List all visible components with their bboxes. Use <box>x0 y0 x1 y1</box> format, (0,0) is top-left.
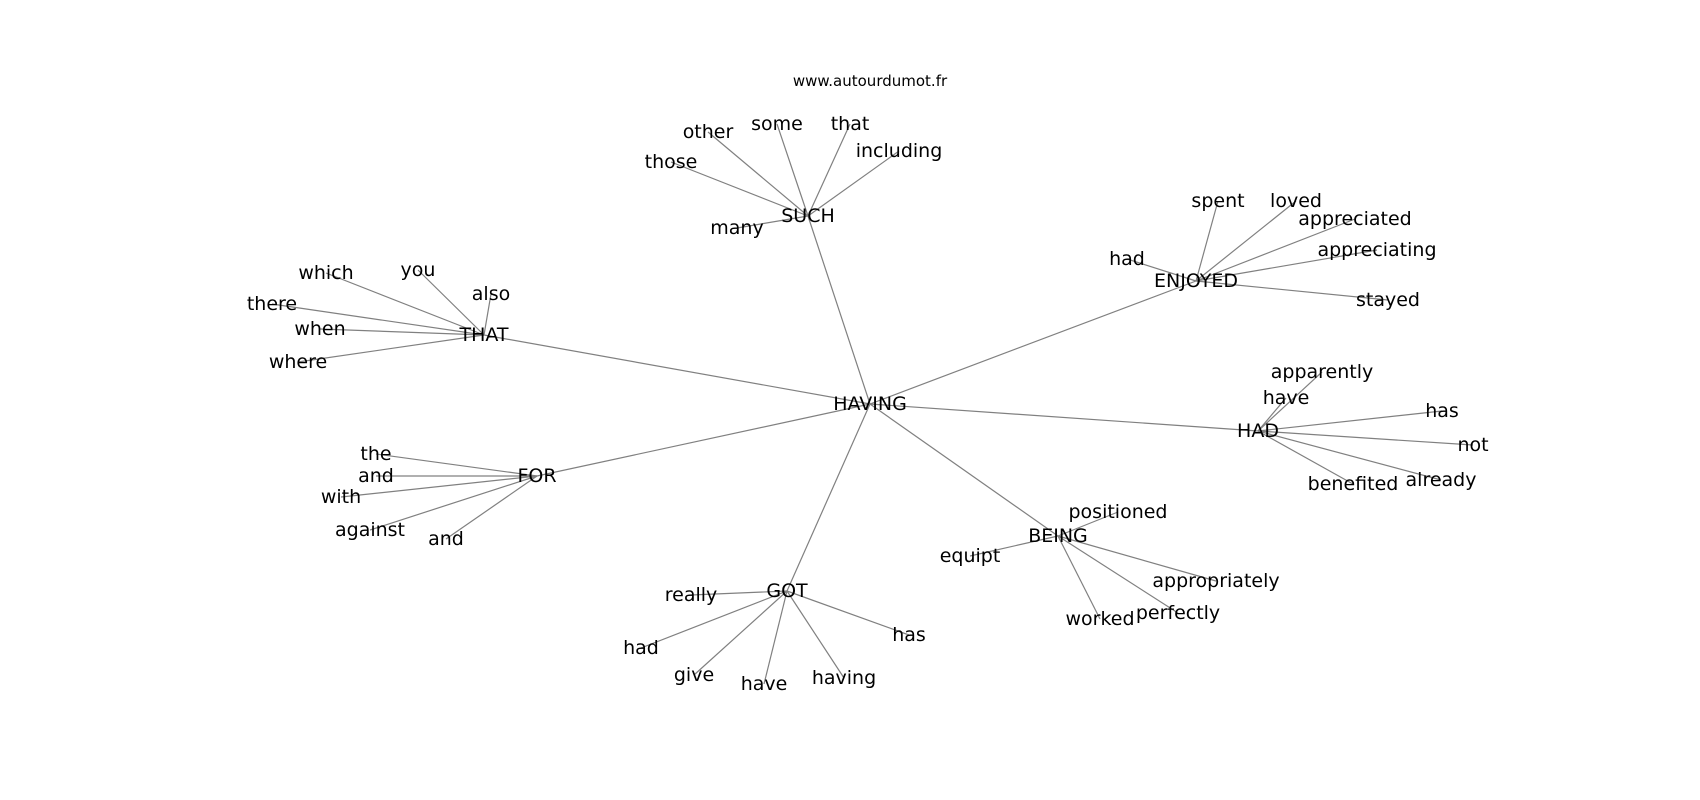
edge-got-4 <box>786 590 845 679</box>
leaf-word[interactable]: with <box>321 486 361 508</box>
edge-had-2 <box>1257 410 1443 432</box>
leaf-word[interactable]: equipt <box>940 545 1001 567</box>
leaf-word[interactable]: appreciating <box>1317 239 1436 261</box>
edge-root-being <box>869 403 1059 537</box>
edge-had-5 <box>1257 430 1442 481</box>
leaf-word[interactable]: has <box>892 624 926 646</box>
labels-layer: www.autourdumot.fr other some that includin… <box>247 72 1489 695</box>
edge-that-4 <box>319 328 485 336</box>
edge-got-2 <box>693 590 788 676</box>
leaf-word[interactable]: which <box>298 262 353 284</box>
cluster-word-enjoyed[interactable]: ENJOYED <box>1154 270 1238 292</box>
leaf-word[interactable]: appropriately <box>1152 570 1279 592</box>
edge-that-2 <box>483 293 492 336</box>
edge-had-4 <box>1257 430 1354 485</box>
leaf-word[interactable]: and <box>358 465 394 487</box>
leaf-word[interactable]: you <box>401 259 436 281</box>
edge-being-0 <box>1057 511 1119 537</box>
leaf-word[interactable]: have <box>741 673 788 695</box>
cluster-word-had[interactable]: HAD <box>1237 420 1279 442</box>
edges-layer <box>271 123 1474 685</box>
edge-had-1 <box>1257 397 1287 432</box>
edge-enjoyed-4 <box>1126 258 1197 282</box>
leaf-word[interactable]: has <box>1425 400 1459 422</box>
leaf-word[interactable]: perfectly <box>1136 602 1220 624</box>
edge-such-1 <box>776 123 809 217</box>
edge-being-1 <box>969 535 1059 557</box>
edge-root-got <box>786 403 871 592</box>
edge-enjoyed-5 <box>1195 280 1389 301</box>
leaf-word[interactable]: give <box>674 664 714 686</box>
edge-enjoyed-1 <box>1195 200 1297 282</box>
edge-enjoyed-0 <box>1195 200 1219 282</box>
edge-root-enjoyed <box>869 280 1197 405</box>
leaf-word[interactable]: when <box>294 318 345 340</box>
edge-being-3 <box>1057 535 1179 614</box>
edge-for-2 <box>340 475 538 498</box>
edge-for-0 <box>375 453 538 477</box>
edge-got-3 <box>763 590 788 685</box>
edge-root-had <box>869 403 1259 432</box>
leaf-word[interactable]: had <box>623 637 659 659</box>
edge-being-4 <box>1057 535 1101 620</box>
edge-got-1 <box>640 590 788 649</box>
leaf-word[interactable]: many <box>710 217 763 239</box>
edge-such-0 <box>707 131 809 217</box>
leaf-word[interactable]: and <box>428 528 464 550</box>
edge-enjoyed-2 <box>1195 218 1356 282</box>
leaf-word[interactable]: other <box>683 121 734 143</box>
edge-that-1 <box>417 269 485 336</box>
leaf-word[interactable]: stayed <box>1356 289 1420 311</box>
cluster-word-such[interactable]: SUCH <box>781 205 835 227</box>
edge-that-3 <box>271 303 485 336</box>
leaf-word[interactable]: also <box>472 283 510 305</box>
leaf-word[interactable]: there <box>247 293 297 315</box>
leaf-word[interactable]: some <box>751 113 803 135</box>
source-label[interactable]: www.autourdumot.fr <box>793 72 948 90</box>
leaf-word[interactable]: have <box>1263 387 1310 409</box>
edge-that-5 <box>297 334 485 363</box>
leaf-word[interactable]: already <box>1406 469 1477 491</box>
cluster-word-for[interactable]: FOR <box>517 465 556 487</box>
edge-had-0 <box>1257 371 1323 432</box>
edge-got-5 <box>786 590 910 636</box>
edge-had-3 <box>1257 430 1474 446</box>
edge-root-for <box>536 403 871 477</box>
edge-for-4 <box>445 475 538 540</box>
edge-such-2 <box>807 123 851 217</box>
leaf-word[interactable]: had <box>1109 248 1145 270</box>
leaf-word[interactable]: where <box>269 351 327 373</box>
edge-being-2 <box>1057 535 1217 582</box>
leaf-word[interactable]: having <box>812 667 876 689</box>
leaf-word[interactable]: those <box>645 151 698 173</box>
edge-such-5 <box>736 215 809 229</box>
edge-that-0 <box>325 272 485 336</box>
cluster-word-that[interactable]: THAT <box>458 324 508 346</box>
leaf-word[interactable]: benefited <box>1308 473 1399 495</box>
leaf-word[interactable]: worked <box>1065 608 1134 630</box>
edge-such-4 <box>670 161 809 217</box>
cluster-word-being[interactable]: BEING <box>1028 525 1088 547</box>
edge-root-such <box>807 215 871 405</box>
leaf-word[interactable]: spent <box>1191 190 1244 212</box>
leaf-word[interactable]: including <box>856 140 943 162</box>
leaf-word[interactable]: really <box>665 584 718 606</box>
cluster-word-got[interactable]: GOT <box>766 580 808 602</box>
edge-got-0 <box>690 590 788 596</box>
leaf-word[interactable]: against <box>335 519 405 541</box>
leaf-word[interactable]: not <box>1457 434 1488 456</box>
edge-root-that <box>483 334 871 405</box>
edge-enjoyed-3 <box>1195 249 1378 282</box>
edge-such-3 <box>807 150 900 217</box>
leaf-word[interactable]: appreciated <box>1298 208 1411 230</box>
leaf-word[interactable]: positioned <box>1068 501 1167 523</box>
leaf-word[interactable]: that <box>831 113 870 135</box>
edge-for-3 <box>369 475 538 531</box>
leaf-word[interactable]: apparently <box>1271 361 1374 383</box>
leaf-word[interactable]: the <box>360 443 391 465</box>
root-word[interactable]: HAVING <box>833 393 907 415</box>
leaf-word[interactable]: loved <box>1270 190 1322 212</box>
